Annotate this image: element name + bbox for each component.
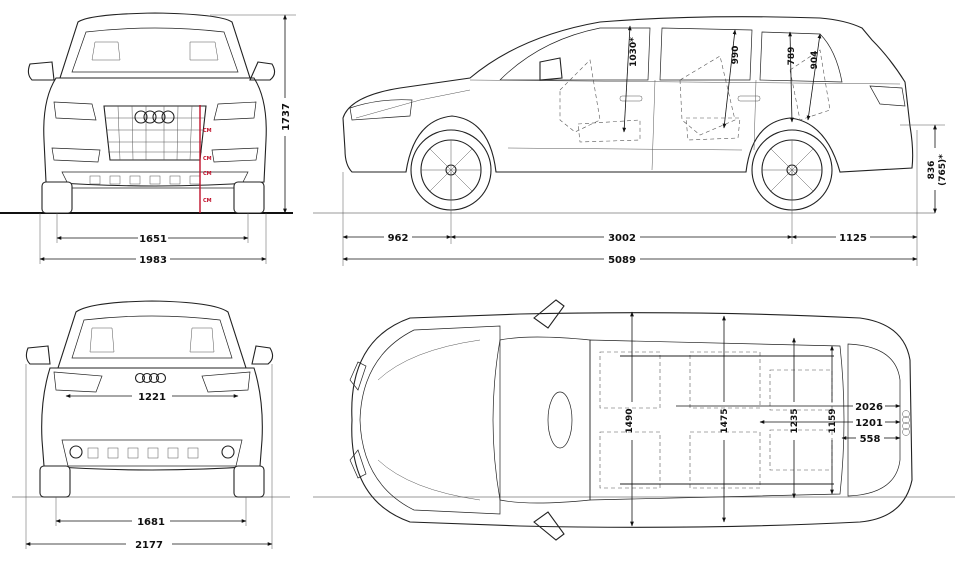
rear-body bbox=[41, 367, 263, 471]
side-headroom-rear-line bbox=[806, 33, 822, 121]
top-left-mirror bbox=[533, 299, 565, 329]
front-marker-label: CM bbox=[203, 128, 212, 134]
rear-right-tyre bbox=[233, 465, 265, 498]
top-load-length-max: 2026 bbox=[855, 402, 883, 413]
side-overall-length: 5089 bbox=[608, 255, 636, 266]
top-hood bbox=[359, 325, 501, 515]
front-right-headlight bbox=[213, 101, 257, 121]
front-view: CM CM CM CM 1651 1983 1737 bbox=[0, 12, 296, 266]
front-marker-label: CM bbox=[203, 156, 212, 162]
side-wheelbase: 3002 bbox=[608, 233, 636, 244]
top-windshield bbox=[492, 336, 591, 504]
side-view: 1030* 990 789 904 962 3002 1125 5089 836… bbox=[313, 16, 948, 266]
side-rear-window bbox=[659, 27, 753, 81]
rear-greenhouse bbox=[57, 300, 247, 369]
side-loading-height: 836 bbox=[927, 161, 937, 180]
top-load-length-mid: 1201 bbox=[855, 418, 883, 429]
rear-left-mirror bbox=[25, 345, 51, 365]
top-cabin-width-front: 1490 bbox=[625, 408, 635, 433]
side-rear-overhang: 1125 bbox=[839, 233, 867, 244]
side-headroom-front-line bbox=[622, 25, 632, 133]
front-overall-width: 1983 bbox=[139, 255, 167, 266]
side-front-window bbox=[499, 27, 651, 81]
front-track-width: 1651 bbox=[139, 234, 167, 245]
side-headroom-third-line bbox=[788, 31, 794, 123]
side-taillight bbox=[869, 85, 906, 107]
rear-right-exhaust bbox=[221, 445, 235, 459]
top-load-width: 1159 bbox=[828, 408, 838, 433]
top-view: 1490 1475 1235 1159 2026 1201 558 bbox=[313, 299, 955, 541]
rear-audi-rings bbox=[134, 372, 167, 384]
rear-left-exhaust bbox=[69, 445, 83, 459]
rear-right-taillight bbox=[201, 371, 251, 393]
top-steering-wheel bbox=[547, 391, 573, 449]
rear-right-mirror bbox=[251, 345, 274, 365]
rear-width-with-mirrors: 2177 bbox=[135, 540, 163, 551]
side-quarter-window bbox=[759, 31, 843, 83]
top-right-mirror bbox=[533, 511, 565, 541]
front-left-tyre bbox=[41, 181, 73, 214]
front-left-mirror bbox=[27, 61, 55, 81]
rear-track-width: 1681 bbox=[137, 517, 165, 528]
side-headroom-rear: 904 bbox=[810, 51, 820, 70]
front-audi-rings bbox=[134, 110, 175, 124]
top-load-length-min: 558 bbox=[860, 434, 881, 445]
side-headroom-second-line bbox=[722, 29, 737, 129]
top-cabin-width-second: 1475 bbox=[720, 408, 730, 433]
top-audi-rings bbox=[902, 410, 910, 436]
rear-left-tyre bbox=[39, 465, 71, 498]
side-headlight bbox=[349, 99, 413, 121]
top-tailgate bbox=[847, 343, 901, 497]
side-front-door-handle bbox=[619, 95, 643, 102]
front-left-headlight bbox=[53, 101, 97, 121]
front-body bbox=[43, 77, 267, 187]
rear-window bbox=[71, 315, 233, 359]
top-cabin-width-third: 1235 bbox=[790, 408, 800, 433]
front-marker-label: CM bbox=[203, 198, 212, 204]
side-body bbox=[342, 16, 914, 173]
front-right-tyre bbox=[233, 181, 265, 214]
front-right-mirror bbox=[249, 61, 276, 81]
front-greenhouse bbox=[59, 12, 251, 79]
side-headroom-third: 789 bbox=[787, 47, 797, 66]
side-headroom-front: 1030* bbox=[629, 37, 639, 67]
side-front-wheel bbox=[410, 129, 492, 211]
rear-left-taillight bbox=[53, 371, 103, 393]
front-overall-height: 1737 bbox=[281, 103, 292, 131]
side-rear-door-handle bbox=[737, 95, 761, 102]
side-mirror bbox=[539, 57, 563, 81]
front-marker-label: CM bbox=[203, 171, 212, 177]
top-cabin bbox=[589, 339, 845, 501]
rear-view: 1221 1681 2177 bbox=[12, 300, 290, 551]
side-loading-height-alt: (765)* bbox=[938, 154, 948, 186]
top-body bbox=[351, 312, 913, 528]
side-front-overhang: 962 bbox=[388, 233, 409, 244]
rear-inner-width: 1221 bbox=[138, 392, 166, 403]
side-headroom-second: 990 bbox=[731, 46, 741, 65]
